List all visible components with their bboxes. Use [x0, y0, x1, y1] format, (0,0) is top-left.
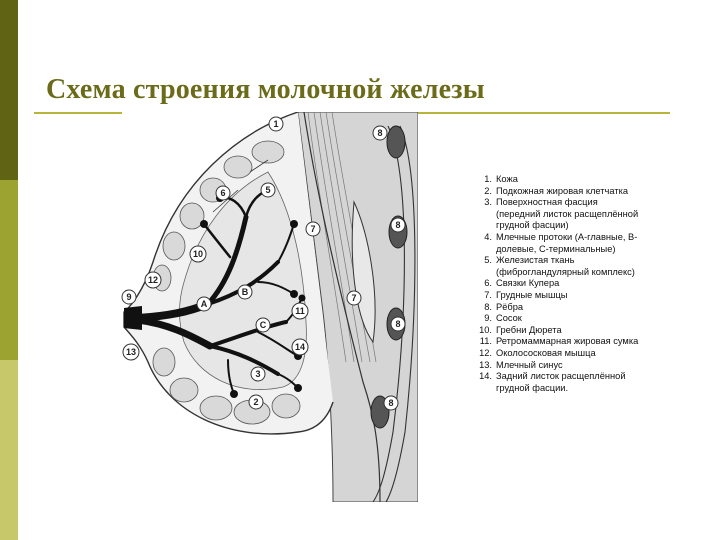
callout-8b: 8 [395, 220, 400, 230]
callout-3: 3 [255, 369, 260, 379]
legend-item: 1. Кожа [470, 174, 710, 186]
legend-item-number [470, 209, 496, 221]
callout-13: 13 [126, 347, 136, 357]
left-accent-bar [0, 0, 18, 540]
legend-item-continuation: грудной фасции) [470, 220, 710, 232]
callout-B: B [242, 287, 249, 297]
legend-item-number [470, 383, 496, 395]
legend-item-number: 10. [479, 324, 492, 335]
callout-7b: 7 [351, 293, 356, 303]
legend-item: 14. Задний листок расщеплённой [470, 371, 710, 383]
legend-item-number: 9. [484, 313, 492, 324]
legend-item-number: 14. [479, 371, 492, 382]
callout-markers: 1 2 3 5 6 7 7 8 8 8 8 9 10 11 12 13 14 [121, 116, 406, 411]
legend-item-text: грудной фасции. [496, 382, 569, 393]
legend-list: 1. Кожа 2. Подкожная жировая клетчатка 3. Пов… [470, 174, 710, 394]
legend-item-text: Железистая ткань [496, 255, 575, 266]
callout-10: 10 [193, 249, 203, 259]
legend-item: 6. Связки Купера [470, 278, 710, 290]
legend-item-number [470, 267, 496, 279]
title-rule-right [408, 112, 670, 114]
legend-item-text: грудной фасции) [496, 220, 569, 231]
legend-item-number [470, 220, 496, 232]
pectoral-muscle-outline [303, 111, 381, 503]
accent-bar-bottom [0, 360, 18, 540]
legend-item-number: 11. [479, 336, 492, 347]
callout-5: 5 [265, 185, 270, 195]
fat-lobules [152, 140, 301, 425]
legend-item-number: 13. [479, 359, 492, 370]
callout-6: 6 [220, 188, 225, 198]
legend-item-text: Связки Купера [496, 278, 560, 289]
legend-item-text: Ретромаммарная жировая сумка [496, 336, 639, 347]
legend-item-text: Задний листок расщеплённой [496, 371, 626, 382]
callout-7: 7 [310, 224, 315, 234]
breast-anatomy-diagram: 1 2 3 5 6 7 7 8 8 8 8 9 10 11 12 13 14 [118, 111, 419, 507]
legend-item-text: Поверхностная фасция [496, 197, 598, 208]
legend-item: 10. Гребни Дюрета [470, 325, 710, 337]
callout-8a: 8 [377, 128, 382, 138]
legend-item-number: 6. [484, 278, 492, 289]
callout-A: A [201, 299, 208, 309]
legend-item-text: Подкожная жировая клетчатка [496, 185, 629, 196]
legend-item-text: Околососковая мышца [496, 347, 596, 358]
callout-8c: 8 [395, 319, 400, 329]
legend-item-text: Грудные мышцы [496, 289, 568, 300]
anatomy-illustration: 1 2 3 5 6 7 7 8 8 8 8 9 10 11 12 13 14 [121, 111, 419, 503]
legend-item-number: 2. [484, 185, 492, 196]
nipple [124, 306, 142, 330]
legend-item: 8. Рёбра [470, 302, 710, 314]
legend-item-number: 12. [479, 347, 492, 358]
legend-item-text: (фиброгландулярный комплекс) [496, 266, 635, 277]
legend-item-number: 7. [484, 289, 492, 300]
legend-item: 11. Ретромаммарная жировая сумка [470, 336, 710, 348]
callout-9: 9 [126, 292, 131, 302]
pectoral-minor [351, 200, 376, 344]
legend-item-continuation: (фиброгландулярный комплекс) [470, 267, 710, 279]
legend-item: 5. Железистая ткань [470, 255, 710, 267]
legend-item-continuation: (передний листок расщеплённой [470, 209, 710, 221]
callout-8d: 8 [388, 398, 393, 408]
legend-item: 12. Околососковая мышца [470, 348, 710, 360]
accent-bar-top [0, 0, 18, 180]
legend-item: 13. Млечный синус [470, 360, 710, 372]
legend-item: 2. Подкожная жировая клетчатка [470, 186, 710, 198]
callout-2: 2 [253, 397, 258, 407]
callout-1: 1 [273, 119, 278, 129]
legend-item-text: (передний листок расщеплённой [496, 208, 639, 219]
callout-14: 14 [295, 342, 305, 352]
legend-item-text: Сосок [496, 313, 522, 324]
callout-C: C [260, 320, 267, 330]
title-rule-left [34, 112, 122, 114]
legend-item-text: Млечные протоки (А-главные, В- [496, 231, 638, 242]
pectoral-muscle [307, 111, 377, 363]
legend-item: 9. Сосок [470, 313, 710, 325]
legend-item-number: 5. [484, 255, 492, 266]
legend-item-number: 8. [484, 301, 492, 312]
cooper-ligaments [212, 159, 269, 213]
legend-item-number: 3. [484, 197, 492, 208]
slide-title: Схема строения молочной железы [46, 74, 485, 105]
accent-bar-middle [0, 180, 18, 360]
legend-item-continuation: грудной фасции. [470, 383, 710, 395]
legend-item: 3. Поверхностная фасция [470, 197, 710, 209]
legend-item-number: 4. [484, 231, 492, 242]
callout-11: 11 [295, 306, 305, 316]
legend-item-number [470, 244, 496, 256]
legend-item-text: долевые, С-терминальные) [496, 243, 616, 254]
legend-item: 7. Грудные мышцы [470, 290, 710, 302]
legend-item-continuation: долевые, С-терминальные) [470, 244, 710, 256]
legend-item: 4. Млечные протоки (А-главные, В- [470, 232, 710, 244]
legend-item-text: Кожа [496, 174, 518, 184]
callout-12: 12 [148, 275, 158, 285]
rib-column [370, 125, 416, 503]
legend-item-text: Млечный синус [496, 359, 563, 370]
legend-item-text: Гребни Дюрета [496, 324, 562, 335]
legend-item-number: 1. [484, 174, 492, 184]
legend-item-text: Рёбра [496, 301, 524, 312]
